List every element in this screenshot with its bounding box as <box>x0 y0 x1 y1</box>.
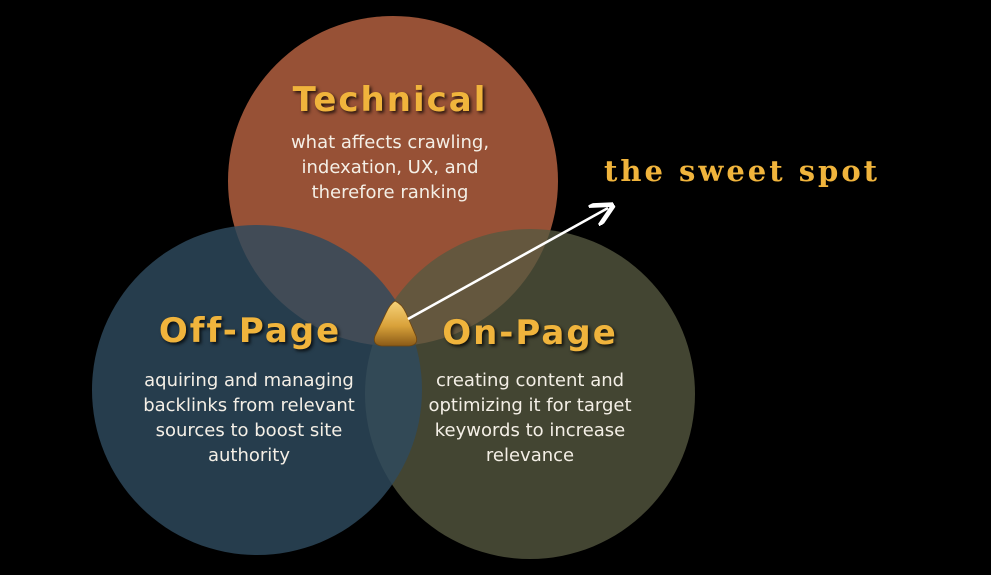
on-page-circle <box>365 229 695 559</box>
sweet-spot-label: the sweet spot <box>604 154 881 188</box>
on-page-title: On-Page <box>442 313 618 353</box>
off-page-description: aquiring and managing backlinks from rel… <box>143 370 355 466</box>
off-page-title: Off-Page <box>158 311 342 351</box>
off-page-circle <box>92 225 422 555</box>
sweet-spot-marker <box>373 300 418 347</box>
sweet-spot-arrow <box>407 208 608 321</box>
on-page-description: creating content and optimizing it for t… <box>428 370 632 466</box>
technical-title: Technical <box>292 80 488 120</box>
technical-description: what affects crawling, indexation, UX, a… <box>290 132 490 203</box>
